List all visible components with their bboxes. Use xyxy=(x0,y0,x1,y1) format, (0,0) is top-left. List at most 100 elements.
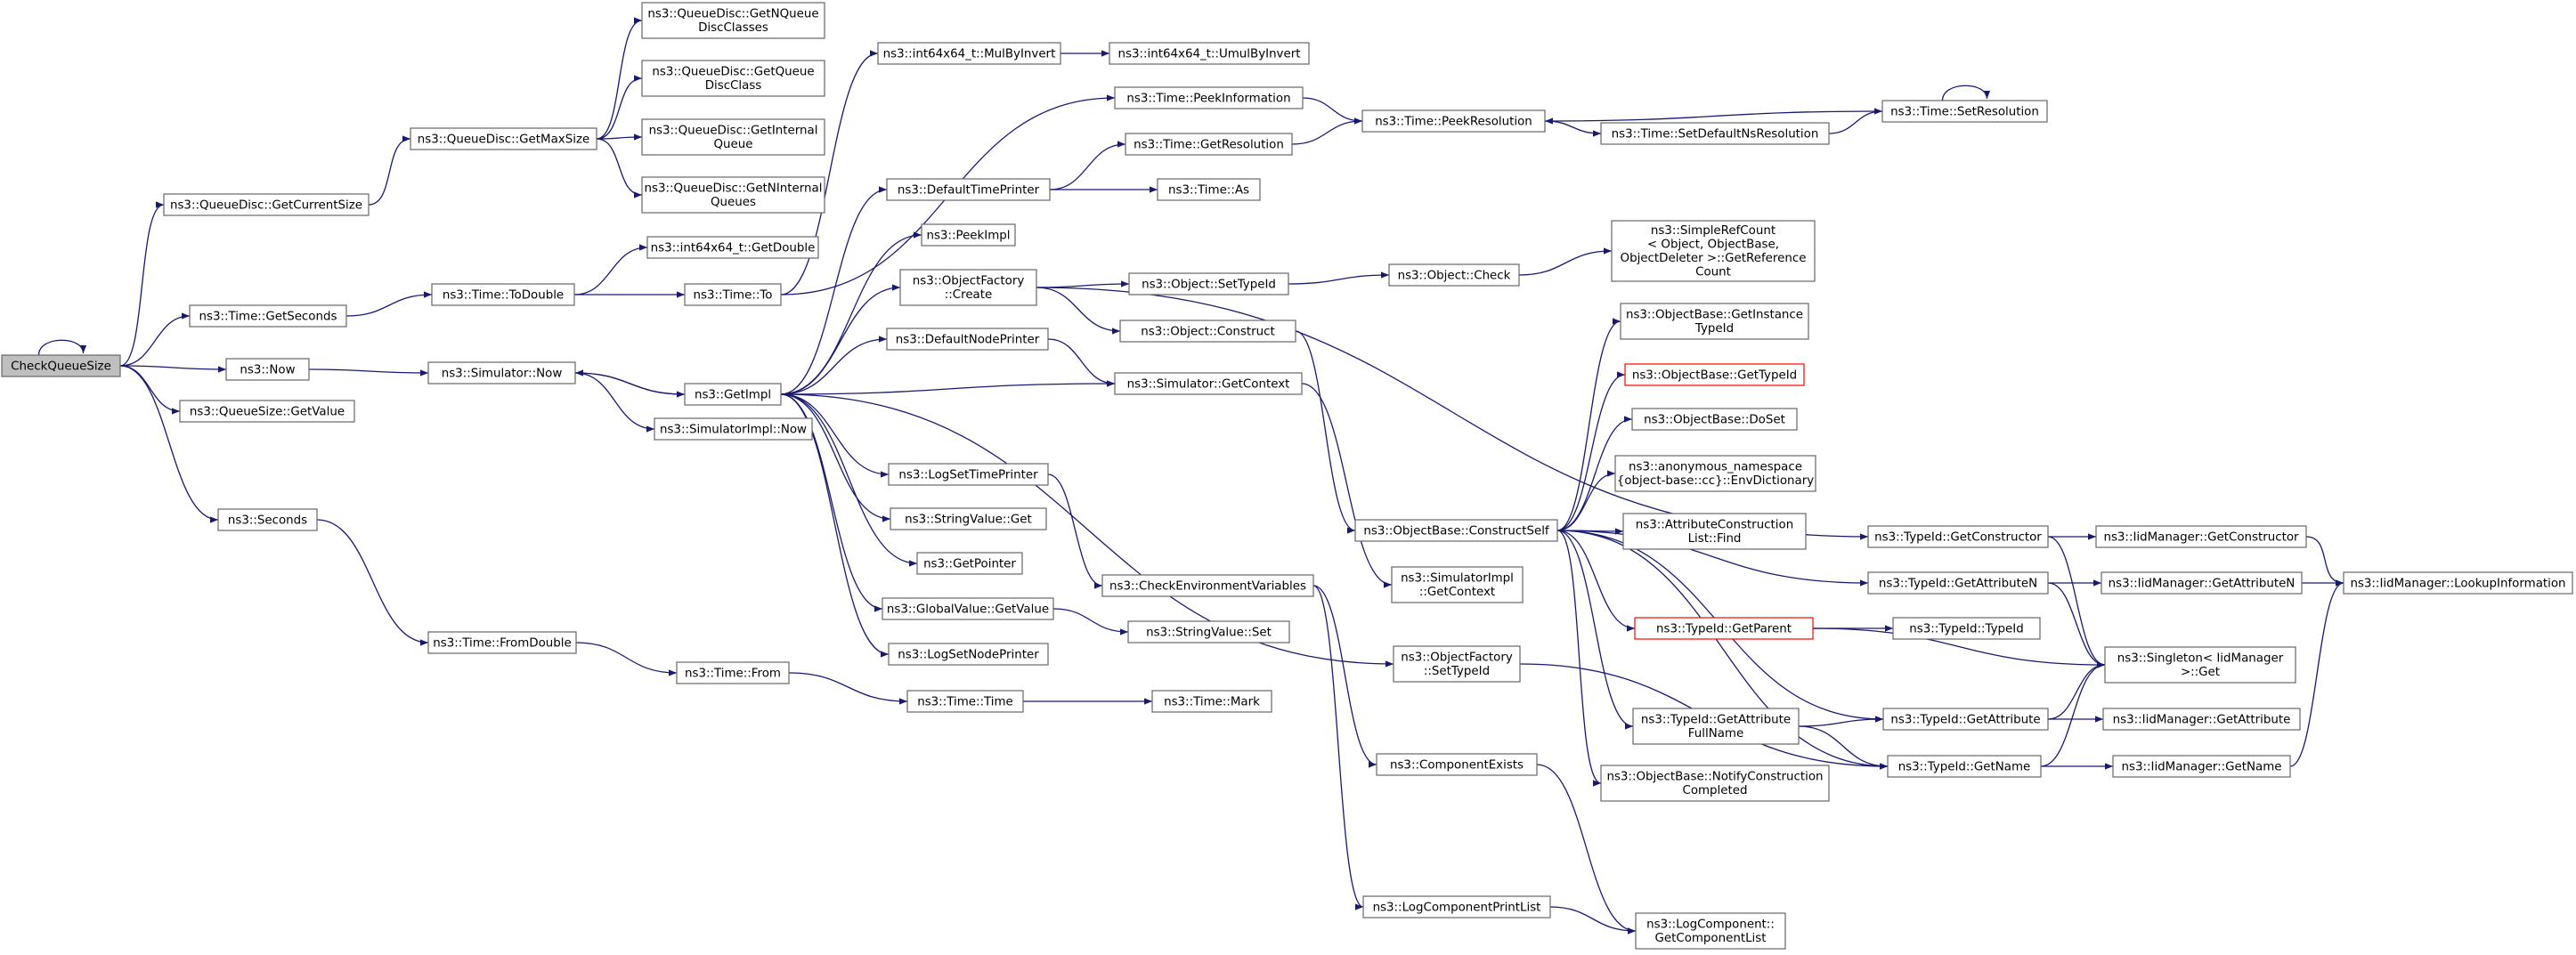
node-box xyxy=(1882,708,2049,731)
call-edge xyxy=(788,672,908,705)
graph-node[interactable]: ns3::Time::ToDouble xyxy=(431,283,575,306)
call-edge xyxy=(1798,725,1889,770)
graph-node[interactable]: ns3::StringValue::Set xyxy=(1127,620,1290,643)
call-edge xyxy=(1544,120,1602,137)
node-label: ns3::DefaultNodePrinter xyxy=(896,333,1040,346)
graph-node[interactable]: ns3::int64x64_t::UmulByInvert xyxy=(1109,42,1310,65)
call-edge xyxy=(780,393,918,567)
call-edge xyxy=(780,393,1394,668)
edge-path xyxy=(119,365,181,415)
edge-path xyxy=(1556,530,1636,632)
graph-node[interactable]: ns3::IidManager::GetAttributeN xyxy=(2101,571,2303,595)
graph-node[interactable]: ns3::Singleton< IidManager>::Get xyxy=(2104,646,2296,684)
graph-node[interactable]: ns3::ObjectBase::DoSet xyxy=(1631,408,1798,431)
graph-node[interactable]: ns3::CheckEnvironmentVariables xyxy=(1101,574,1314,597)
node-label: ns3::DefaultTimePrinter xyxy=(898,183,1040,197)
edge-path xyxy=(1301,383,1393,588)
graph-node[interactable]: ns3::TypeId::GetName xyxy=(1887,755,2042,778)
edge-path xyxy=(1036,280,1130,288)
graph-node[interactable]: CheckQueueSize xyxy=(1,354,121,377)
graph-node[interactable]: ns3::IidManager::GetConstructor xyxy=(2095,525,2307,548)
node-box xyxy=(1867,525,2049,548)
graph-node[interactable]: ns3::ObjectBase::NotifyConstructionCompl… xyxy=(1600,765,1830,802)
graph-node[interactable]: ns3::ObjectFactory::SetTypeId xyxy=(1393,645,1521,683)
graph-node[interactable]: ns3::Time::Mark xyxy=(1151,690,1272,713)
edge-path xyxy=(780,336,888,395)
graph-node[interactable]: ns3::Now xyxy=(225,358,310,381)
node-box xyxy=(1892,617,2041,640)
node-box xyxy=(1624,363,1805,386)
node-label: ns3::GetImpl xyxy=(695,388,771,401)
graph-node[interactable]: ns3::QueueDisc::GetCurrentSize xyxy=(163,193,370,216)
graph-node[interactable]: ns3::QueueDisc::GetMaxSize xyxy=(410,127,597,150)
graph-node[interactable]: ns3::Simulator::GetContext xyxy=(1114,372,1303,395)
edge-path xyxy=(2047,536,2106,668)
call-edge xyxy=(1052,608,1129,635)
graph-node[interactable]: ns3::Time::GetResolution xyxy=(1125,133,1293,156)
graph-node[interactable]: ns3::ComponentExists xyxy=(1376,753,1538,776)
graph-node[interactable]: ns3::IidManager::LookupInformation xyxy=(2343,571,2573,595)
graph-node[interactable]: ns3::Time::SetResolution xyxy=(1881,100,2048,123)
graph-node[interactable]: ns3::SimulatorImpl::GetContext xyxy=(1391,566,1524,603)
graph-node[interactable]: ns3::Time::As xyxy=(1157,178,1261,201)
graph-node[interactable]: ns3::Time::To xyxy=(684,283,782,306)
edge-path xyxy=(574,372,655,433)
graph-node[interactable]: ns3::DefaultNodePrinter xyxy=(886,328,1049,351)
graph-node[interactable]: ns3::Seconds xyxy=(217,508,318,531)
graph-node[interactable]: ns3::LogComponentPrintList xyxy=(1362,895,1551,919)
graph-node[interactable]: ns3::GetImpl xyxy=(684,383,782,406)
graph-node[interactable]: ns3::QueueSize::GetValue xyxy=(179,400,355,423)
graph-node[interactable]: ns3::Object::SetTypeId xyxy=(1128,272,1289,295)
graph-node[interactable]: ns3::Time::PeekInformation xyxy=(1114,86,1304,109)
edge-path xyxy=(119,201,165,367)
node-label: ns3::Time::From xyxy=(685,667,781,680)
graph-node[interactable]: ns3::Time::FromDouble xyxy=(427,631,577,654)
graph-node[interactable]: ns3::PeekImpl xyxy=(921,223,1016,247)
call-edge xyxy=(1812,627,2106,668)
graph-node[interactable]: ns3::ObjectBase::ConstructSelf xyxy=(1354,519,1558,542)
graph-node[interactable]: ns3::Time::GetSeconds xyxy=(189,304,347,328)
graph-node[interactable]: ns3::int64x64_t::MulByInvert xyxy=(877,42,1061,65)
graph-node[interactable]: ns3::TypeId::TypeId xyxy=(1892,617,2041,640)
graph-node[interactable]: ns3::Object::Construct xyxy=(1119,320,1296,343)
graph-node[interactable]: ns3::TypeId::GetParent xyxy=(1634,617,1814,640)
call-edge xyxy=(780,380,1116,395)
graph-node[interactable]: ns3::LogComponent::GetComponentList xyxy=(1635,912,1786,950)
graph-node[interactable]: ns3::anonymous_namespace{object-base::cc… xyxy=(1614,455,1816,492)
graph-node[interactable]: ns3::SimulatorImpl::Now xyxy=(654,417,813,441)
graph-node[interactable]: ns3::DefaultTimePrinter xyxy=(886,178,1051,201)
graph-node[interactable]: ns3::Simulator::Now xyxy=(427,361,576,384)
graph-node[interactable]: ns3::Time::SetDefaultNsResolution xyxy=(1600,122,1830,145)
graph-node[interactable]: ns3::IidManager::GetName xyxy=(2112,755,2291,778)
graph-node[interactable]: ns3::StringValue::Get xyxy=(890,507,1047,530)
graph-node[interactable]: ns3::Time::PeekResolution xyxy=(1361,109,1546,133)
edge-path xyxy=(1556,530,1869,587)
graph-node[interactable]: ns3::SimpleRefCount< Object, ObjectBase,… xyxy=(1611,220,1816,282)
graph-node[interactable]: ns3::IidManager::GetAttribute xyxy=(2102,708,2301,731)
graph-node[interactable]: ns3::TypeId::GetConstructor xyxy=(1867,525,2049,548)
graph-node[interactable]: ns3::LogSetTimePrinter xyxy=(888,463,1049,486)
graph-node[interactable]: ns3::TypeId::GetAttribute xyxy=(1882,708,2049,731)
graph-node[interactable]: ns3::GetPointer xyxy=(916,552,1023,575)
graph-node[interactable]: ns3::Time::From xyxy=(676,661,790,684)
graph-node[interactable]: ns3::TypeId::GetAttributeN xyxy=(1867,571,2049,595)
graph-node[interactable]: ns3::ObjectBase::GetTypeId xyxy=(1624,363,1805,386)
graph-node[interactable]: ns3::Time::Time xyxy=(906,690,1024,713)
graph-node[interactable]: ns3::ObjectFactory::Create xyxy=(899,269,1037,306)
node-label: ns3::Time::To xyxy=(694,288,773,302)
graph-node[interactable]: ns3::Object::Check xyxy=(1388,263,1520,287)
graph-node[interactable]: ns3::GlobalValue::GetValue xyxy=(882,597,1054,620)
call-edge xyxy=(1518,247,1613,276)
edge-path xyxy=(1556,530,1634,730)
graph-node[interactable]: ns3::int64x64_t::GetDouble xyxy=(646,236,819,259)
graph-node[interactable]: ns3::LogSetNodePrinter xyxy=(888,643,1049,666)
node-box xyxy=(1127,620,1290,643)
